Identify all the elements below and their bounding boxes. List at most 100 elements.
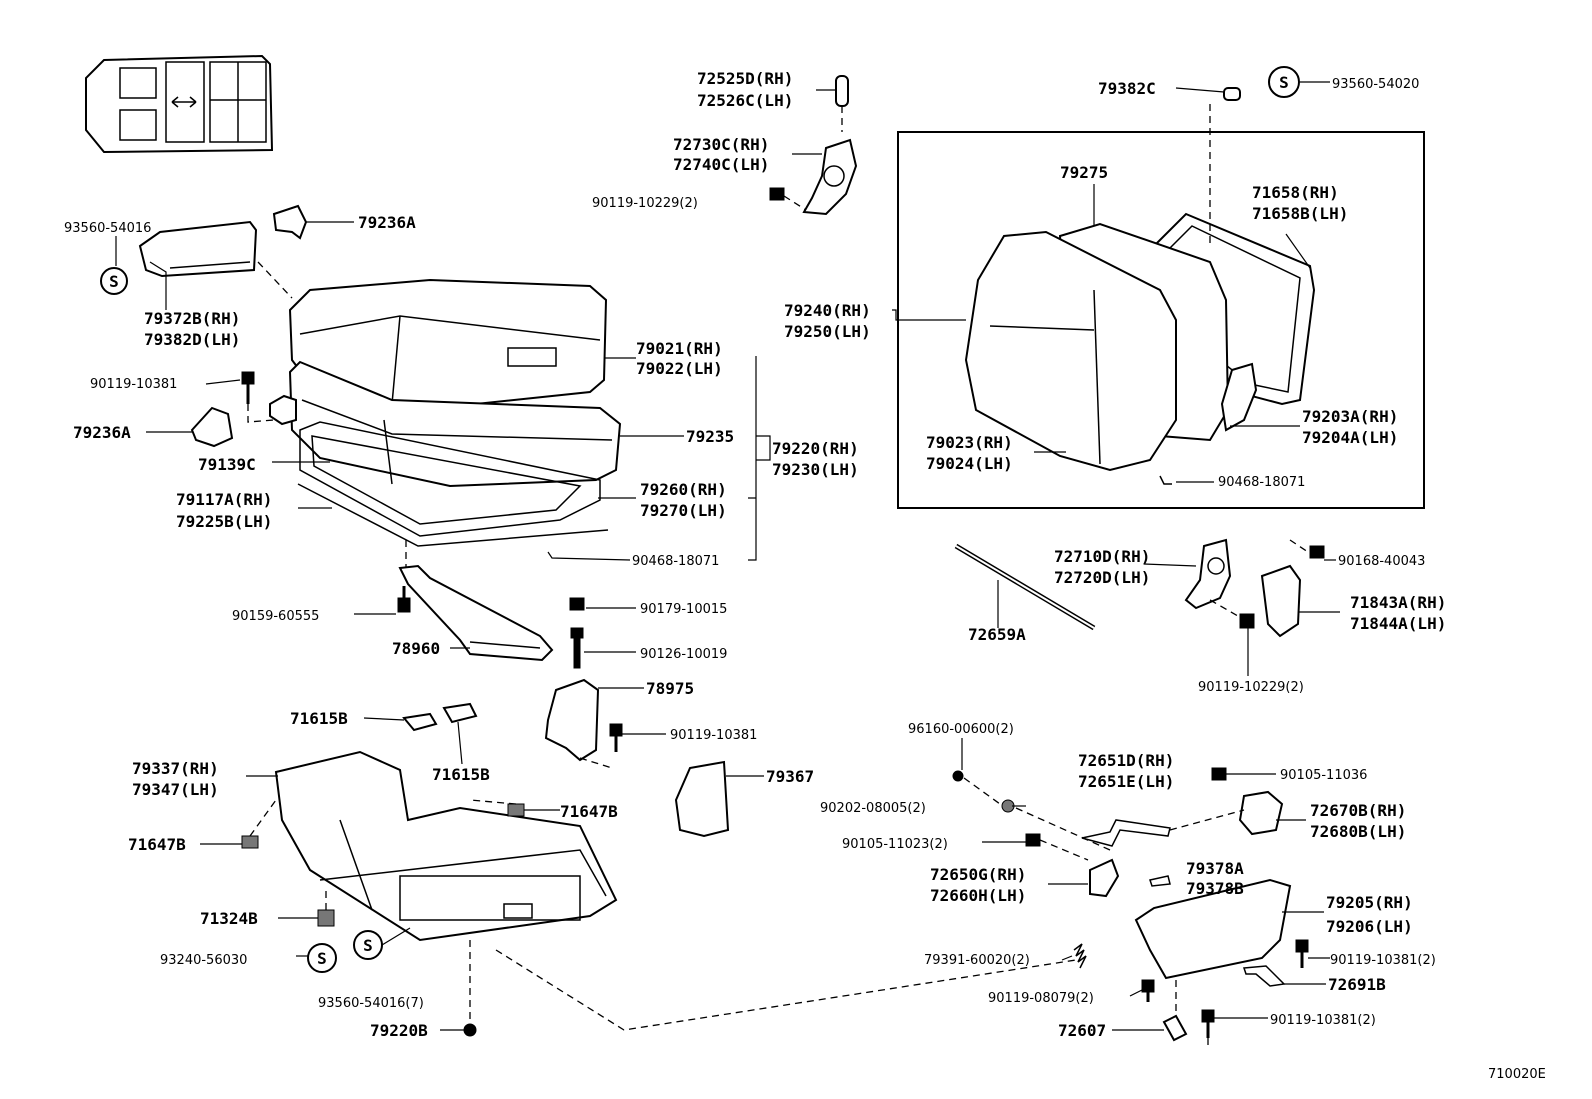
bracket-72650G-part [1089, 858, 1120, 898]
label-71647B-left: 71647B [128, 835, 186, 854]
bolt-90168-40043 [1309, 545, 1325, 559]
s-marker-93560-54016-7: S [353, 930, 383, 960]
seat-frame-part [297, 421, 609, 547]
label-93560-54016-7: 93560-54016(7) [318, 996, 424, 1011]
label-90119-10381-left: 90119-10381 [90, 377, 177, 392]
hinge-79203A-part [1220, 362, 1258, 432]
seat-cushion-pad-part [288, 360, 622, 488]
label-78960: 78960 [392, 639, 440, 658]
label-72525D: 72525D(RH) [697, 69, 793, 88]
plug-71324B [317, 909, 335, 927]
label-79378A-part [1149, 875, 1171, 887]
label-79204A: 79204A(LH) [1302, 428, 1398, 447]
rod-72659A-part [954, 543, 1096, 631]
label-79270: 79270(LH) [640, 501, 727, 520]
bolt-90159-60555 [397, 586, 411, 613]
cap-79236A-left [190, 406, 234, 448]
spring-79391-60020 [1073, 943, 1087, 969]
nut-90179-10015 [569, 597, 585, 611]
label-93560-54016: 93560-54016 [64, 221, 151, 236]
bracket-90468-18071-right [1159, 475, 1172, 485]
s-marker-93240-56030: S [307, 943, 337, 973]
label-90119-10381-mid: 90119-10381 [670, 728, 757, 743]
bolt-96160-00600 [952, 770, 964, 782]
cap-79236A-top [272, 204, 308, 240]
label-79117A: 79117A(RH) [176, 490, 272, 509]
label-79347: 79347(LH) [132, 780, 219, 799]
label-78975: 78975 [646, 679, 694, 698]
label-90202-08005: 90202-08005(2) [820, 801, 926, 816]
label-90105-11036: 90105-11036 [1280, 768, 1367, 783]
bolt-90119-08079 [1141, 979, 1155, 1002]
seatback-cover-79023-part [964, 230, 1177, 472]
cap-71615B-b [442, 702, 478, 724]
label-72740C: 72740C(LH) [673, 155, 769, 174]
label-79220B: 79220B [370, 1021, 428, 1040]
clip-79382C [1223, 87, 1241, 101]
label-71658: 71658(RH) [1252, 183, 1339, 202]
label-79024: 79024(LH) [926, 454, 1013, 473]
label-79236A-top: 79236A [358, 213, 416, 232]
label-90119-10229-top: 90119-10229(2) [592, 196, 698, 211]
label-79382D: 79382D(LH) [144, 330, 240, 349]
clip-71647B-right [507, 803, 525, 817]
label-79236A-left: 79236A [73, 423, 131, 442]
label-79240: 79240(RH) [784, 301, 871, 320]
label-79139C: 79139C [198, 455, 256, 474]
label-79230: 79230(LH) [772, 460, 859, 479]
label-72659A: 72659A [968, 625, 1026, 644]
label-79250: 79250(LH) [784, 322, 871, 341]
label-72680B: 72680B(LH) [1310, 822, 1406, 841]
label-79378A: 79378A [1186, 859, 1244, 878]
vehicle-seat-locator-icon [85, 54, 274, 154]
bolt-90126-10019 [570, 627, 584, 669]
label-79367: 79367 [766, 767, 814, 786]
clip-71647B-left [241, 835, 259, 849]
part-labels: 72525D(RH) 72526C(LH) 72730C(RH) 72740C(… [64, 69, 1546, 1082]
s-mark-label: S [109, 272, 119, 291]
label-96160-00600: 96160-00600(2) [908, 722, 1014, 737]
label-72720D: 72720D(LH) [1054, 568, 1150, 587]
bracket-78975-part [544, 678, 600, 762]
label-90179-10015: 90179-10015 [640, 602, 727, 617]
label-72691B: 72691B [1328, 975, 1386, 994]
label-79023: 79023(RH) [926, 433, 1013, 452]
bolt-90105-11023 [1025, 833, 1041, 847]
s-marker-93560-54020: S [1268, 66, 1300, 98]
label-71658B: 71658B(LH) [1252, 204, 1348, 223]
label-79021: 79021(RH) [636, 339, 723, 358]
under-tray-part [274, 750, 618, 942]
s-mark-label: S [317, 949, 327, 968]
label-79382C: 79382C [1098, 79, 1156, 98]
label-72651D: 72651D(RH) [1078, 751, 1174, 770]
label-71844A: 71844A(LH) [1350, 614, 1446, 633]
label-71615B-a: 71615B [290, 709, 348, 728]
rod-72651D-part [1081, 819, 1171, 847]
label-72730C: 72730C(RH) [673, 135, 769, 154]
label-79225B: 79225B(LH) [176, 512, 272, 531]
bracket-72691B-part [1242, 965, 1286, 987]
figure-number: 710020E [1488, 1067, 1546, 1082]
label-79260: 79260(RH) [640, 480, 727, 499]
label-90119-08079: 90119-08079(2) [988, 991, 1094, 1006]
label-71647B-right: 71647B [560, 802, 618, 821]
label-71615B-b: 71615B [432, 765, 490, 784]
s-marker-93560-54016: S [100, 267, 128, 295]
label-90126-10019: 90126-10019 [640, 647, 727, 662]
label-79275: 79275 [1060, 163, 1108, 182]
label-93560-54020: 93560-54020 [1332, 77, 1419, 92]
label-72650G: 72650G(RH) [930, 865, 1026, 884]
s-mark-label: S [1279, 73, 1289, 92]
armrest-cover-part [138, 220, 258, 278]
label-90159-60555: 90159-60555 [232, 609, 319, 624]
label-71324B: 71324B [200, 909, 258, 928]
seat-cushion-cover-part [288, 278, 608, 414]
bracket-72607-part [1162, 1014, 1188, 1042]
bolt-90119-10381-r1 [1295, 939, 1309, 968]
label-71843A: 71843A(RH) [1350, 593, 1446, 612]
label-79220: 79220(RH) [772, 439, 859, 458]
label-72526C: 72526C(LH) [697, 91, 793, 110]
label-72607: 72607 [1058, 1021, 1106, 1040]
trim-79205-part [1134, 878, 1292, 980]
